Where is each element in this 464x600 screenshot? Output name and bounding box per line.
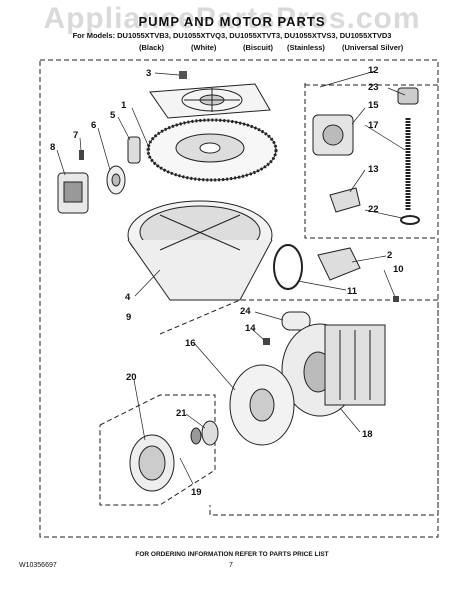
valve-23	[397, 87, 419, 105]
callout-7: 7	[73, 130, 78, 141]
color-black: (Black)	[139, 43, 165, 52]
page-number: 7	[229, 562, 233, 569]
seal-ring-11	[273, 244, 303, 290]
callout-5: 5	[110, 110, 116, 121]
leader-lines	[56, 70, 406, 485]
callout-1: 1	[121, 100, 127, 111]
callout-17: 17	[368, 120, 379, 131]
callout-21: 21	[176, 408, 187, 419]
gear-ring-1	[146, 118, 278, 182]
screw-14	[263, 338, 270, 345]
color-universal-silver: (Universal Silver)	[342, 43, 404, 52]
callout-23: 23	[368, 82, 379, 93]
callout-3: 3	[146, 68, 151, 79]
screw-7	[79, 150, 84, 160]
lower-group-border	[159, 299, 439, 516]
callout-18: 18	[362, 429, 373, 440]
callout-15: 15	[368, 100, 379, 111]
callout-4: 4	[125, 292, 131, 303]
housing-8	[57, 172, 89, 214]
callout-10: 10	[393, 264, 404, 275]
volute-16	[229, 364, 295, 446]
drain-pump-15	[312, 114, 354, 156]
callout-19: 19	[191, 487, 202, 498]
callouts: 1 2 3 4 5 6 7 8 9 10 11 12 13 14 15 16 1…	[50, 65, 404, 498]
callout-11: 11	[347, 286, 358, 297]
motor-18	[281, 323, 386, 417]
filter-plate-1	[149, 83, 271, 119]
color-white: (White)	[191, 43, 217, 52]
callout-9: 9	[126, 312, 131, 323]
color-biscuit: (Biscuit)	[243, 43, 273, 52]
disk-6	[106, 165, 126, 195]
sump-4	[127, 200, 273, 301]
callout-13: 13	[368, 164, 379, 175]
callout-8: 8	[50, 142, 55, 153]
models-line: For Models: DU1055XTVB3, DU1055XTVQ3, DU…	[72, 31, 392, 40]
impeller-group-border	[99, 394, 216, 506]
clamp-22	[400, 215, 420, 225]
capacitor-24	[281, 311, 311, 331]
callout-20: 20	[126, 372, 137, 383]
callout-12: 12	[368, 65, 379, 76]
ordering-info: FOR ORDERING INFORMATION REFER TO PARTS …	[135, 551, 329, 558]
screw-3	[179, 71, 187, 79]
callout-24: 24	[240, 306, 251, 317]
callout-14: 14	[245, 323, 256, 334]
bracket-13	[329, 187, 361, 213]
arm-5	[127, 136, 141, 164]
callout-22: 22	[368, 204, 379, 215]
color-stainless: (Stainless)	[287, 43, 325, 52]
seal-21	[190, 420, 219, 446]
document-part-number: W10356697	[19, 562, 57, 569]
page-title: PUMP AND MOTOR PARTS	[138, 14, 326, 29]
callout-2: 2	[387, 250, 392, 261]
callout-16: 16	[185, 338, 196, 349]
right-group-border	[304, 83, 438, 239]
screw-10	[393, 296, 399, 302]
callout-6: 6	[91, 120, 96, 131]
watermark: AppliancePartsPros.com	[43, 2, 421, 35]
deflector-2	[317, 247, 361, 281]
outer-dashed-border	[39, 59, 439, 538]
impeller-20	[129, 434, 175, 492]
